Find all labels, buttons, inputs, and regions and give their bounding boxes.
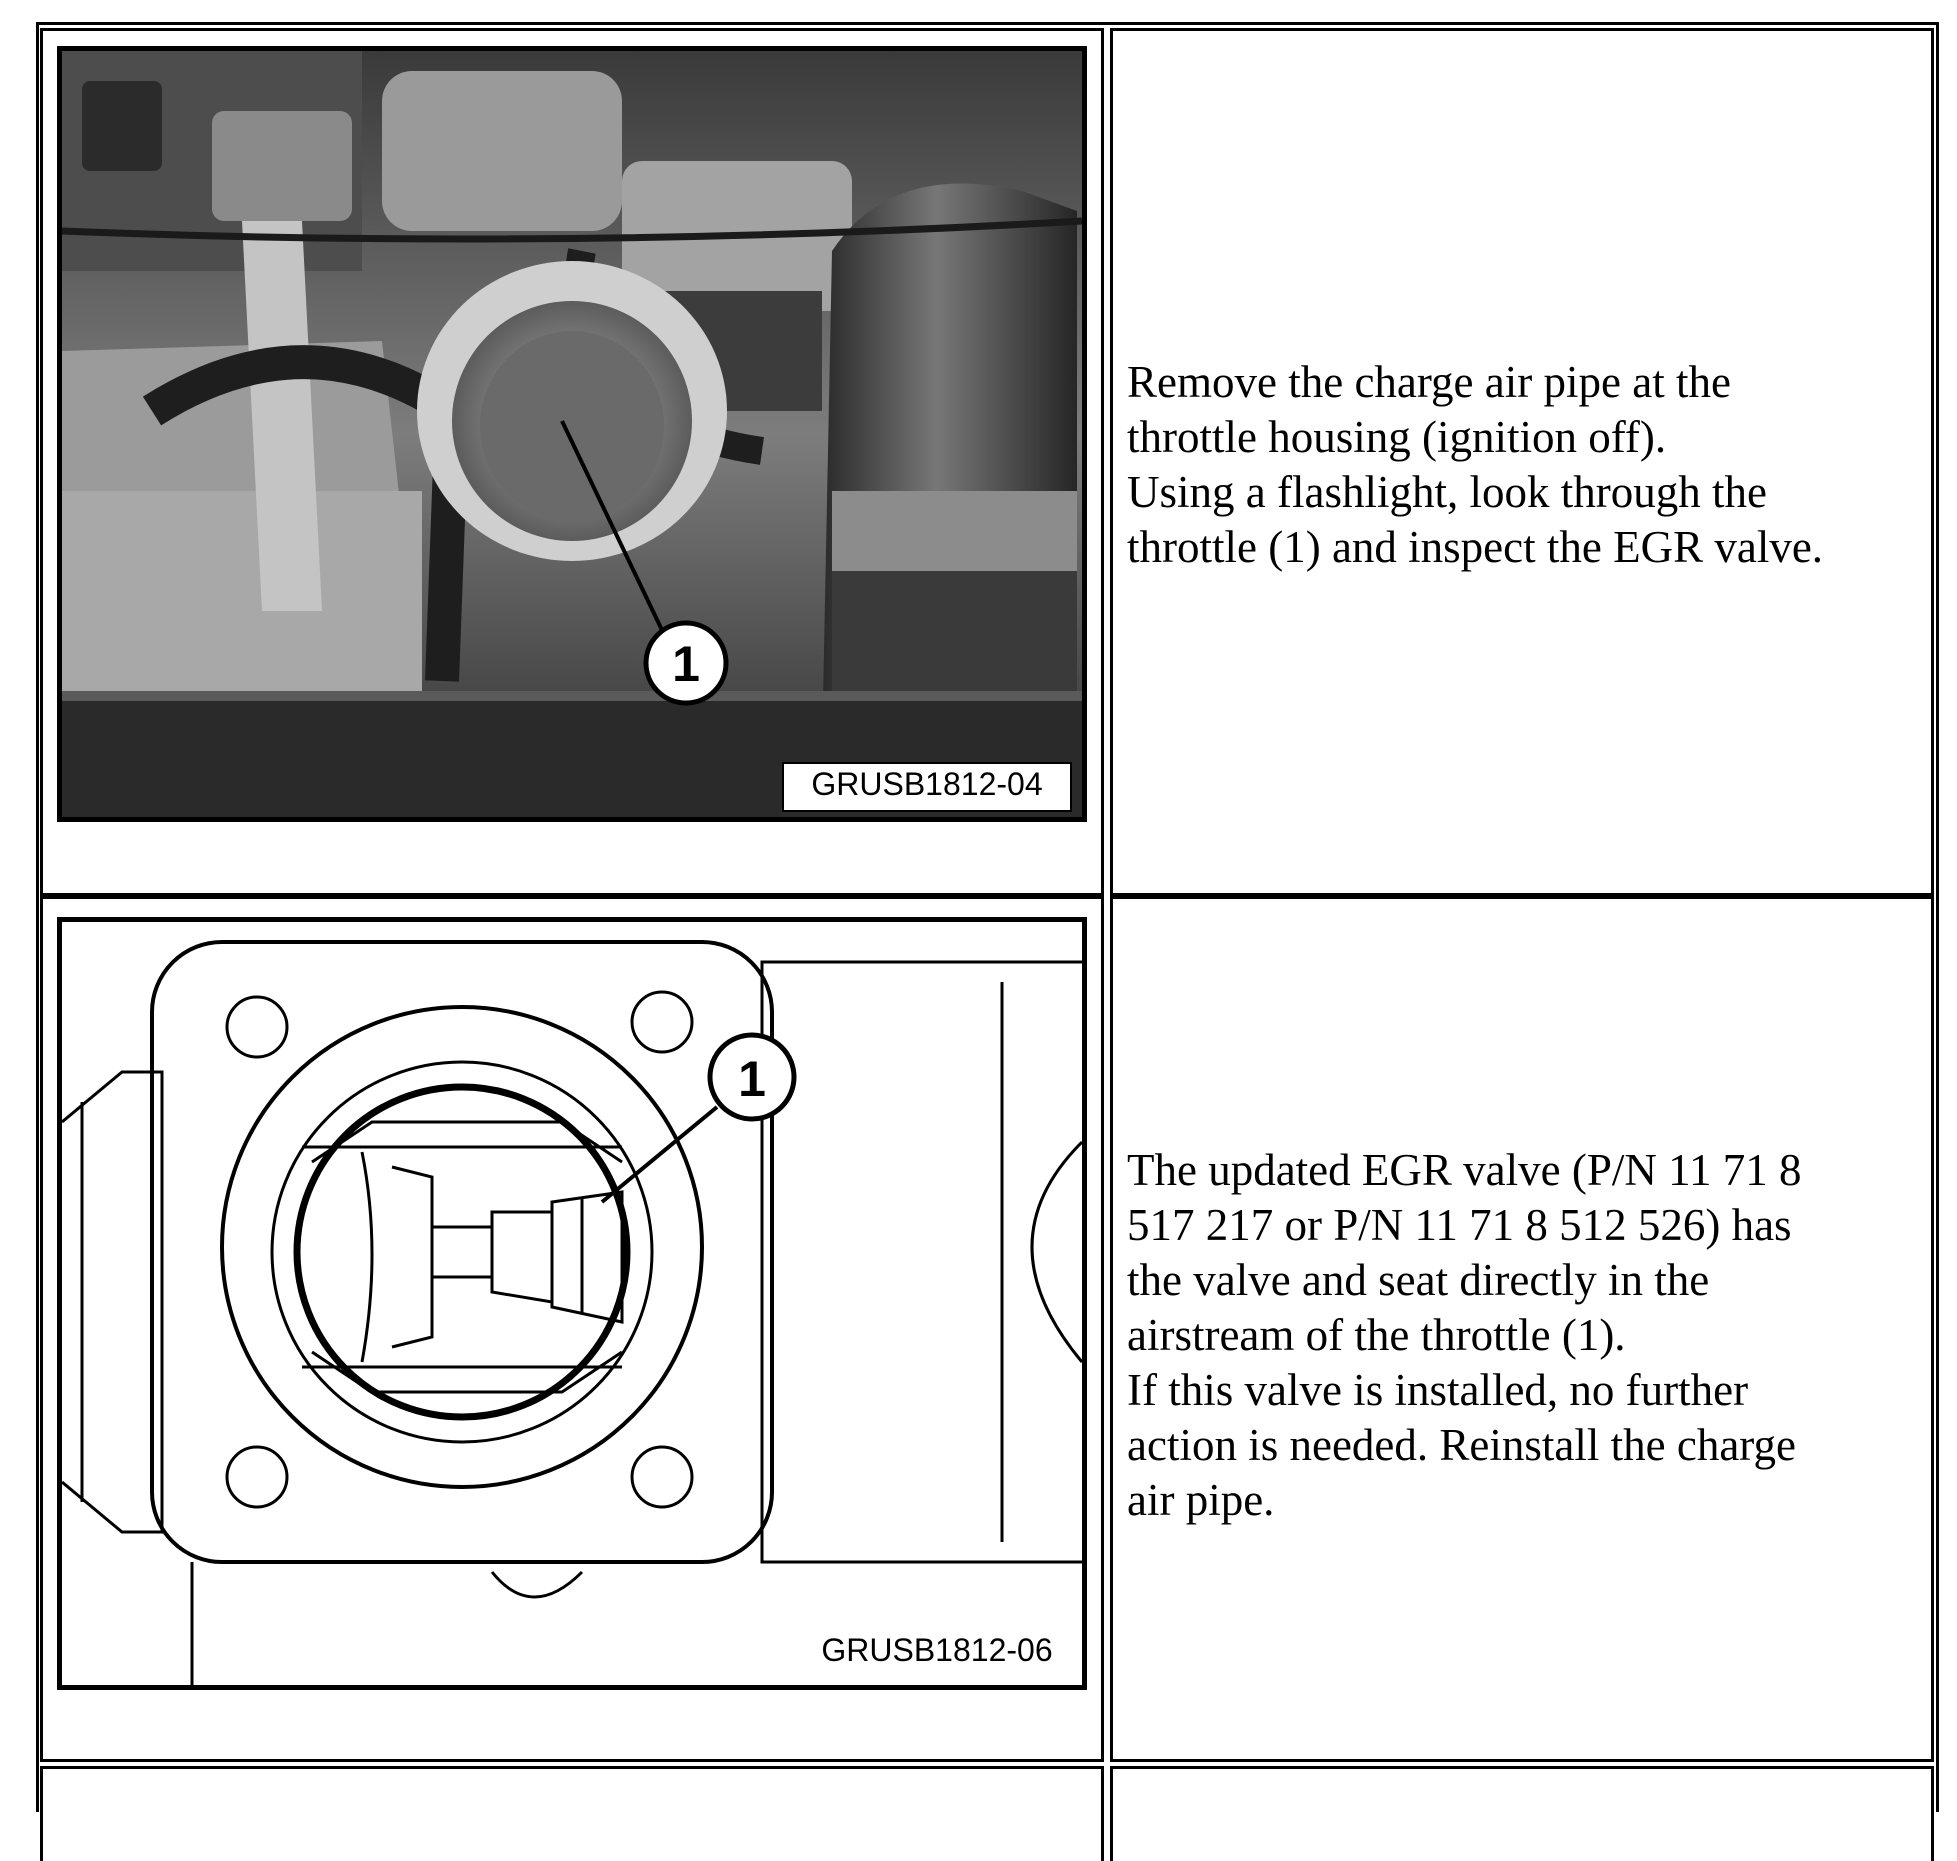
row3-text-cell: [1110, 1766, 1934, 1861]
table-outer-right-border: [1936, 22, 1939, 1812]
row1-text-cell: [1110, 28, 1934, 896]
table-outer-top-border: [36, 22, 1939, 25]
row2-instruction-text: The updated EGR valve (P/N 11 71 8 517 2…: [1127, 1145, 1802, 1525]
engine-bay-photo-icon: 1: [62, 51, 1082, 817]
row2-text-cell: [1110, 896, 1934, 1762]
table-outer-left-border: [36, 22, 39, 1812]
row1-callout-label: 1: [672, 636, 700, 692]
row2-callout-label: 1: [738, 1051, 766, 1107]
row3-image-cell: [40, 1766, 1104, 1861]
row1-figure-caption: GRUSB1812-04: [782, 762, 1072, 812]
row1-instruction-text: Remove the charge air pipe at the thrott…: [1127, 357, 1824, 572]
engine-bay-photo: 1: [57, 46, 1087, 822]
row2-figure-caption: GRUSB1812-06: [821, 1632, 1053, 1668]
throttle-valve-diagram: 1: [57, 917, 1087, 1690]
throttle-valve-diagram-icon: 1: [62, 940, 1082, 1685]
